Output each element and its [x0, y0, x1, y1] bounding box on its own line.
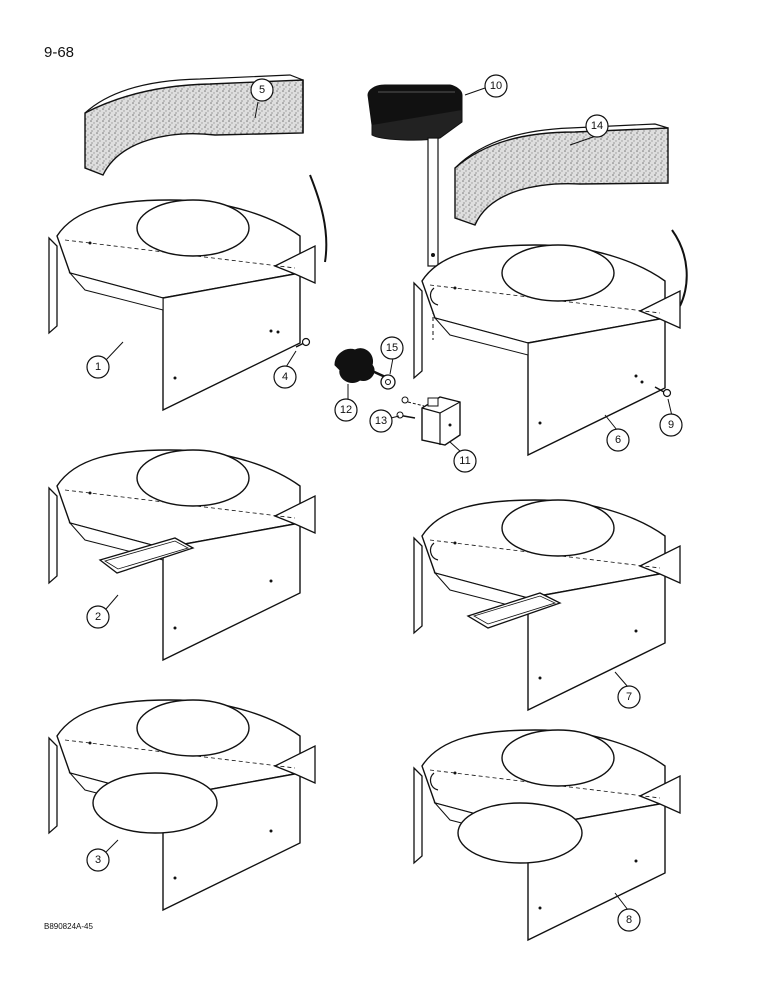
- cover-7: [413, 499, 681, 711]
- callout-13: 13: [369, 409, 393, 433]
- svg-text:4: 4: [282, 371, 288, 383]
- svg-text:6: 6: [615, 434, 621, 446]
- page-number: 9-68: [44, 44, 75, 61]
- cover-3: [48, 699, 316, 911]
- svg-text:11: 11: [459, 455, 470, 467]
- washer-15: [380, 374, 396, 390]
- callout-7: 7: [617, 685, 641, 709]
- cover-6: [413, 244, 681, 456]
- svg-text:10: 10: [490, 80, 502, 92]
- foam-pad-14: [454, 123, 688, 307]
- svg-text:1: 1: [95, 361, 101, 373]
- armrest-10: [367, 84, 463, 340]
- callout-8: 8: [617, 908, 641, 932]
- screw-9: [640, 380, 672, 398]
- callout-9: 9: [659, 413, 683, 437]
- screw-13: [396, 396, 425, 419]
- callout-3: 3: [86, 848, 110, 872]
- cover-8: [413, 729, 681, 941]
- callout-2: 2: [86, 605, 110, 629]
- callout-6: 6: [606, 428, 630, 452]
- callout-14: 14: [585, 114, 609, 138]
- svg-text:5: 5: [259, 84, 265, 96]
- callout-10: 10: [484, 74, 508, 98]
- svg-text:14: 14: [591, 120, 603, 132]
- foam-pad-5: [84, 74, 328, 263]
- bracket-11: [421, 396, 461, 446]
- callout-4: 4: [273, 365, 297, 389]
- svg-text:15: 15: [386, 342, 398, 354]
- svg-text:2: 2: [95, 611, 101, 623]
- callout-12: 12: [334, 398, 358, 422]
- cover-2: [48, 449, 316, 661]
- svg-text:12: 12: [340, 404, 352, 416]
- leader-lines: [105, 87, 673, 911]
- callout-1: 1: [86, 355, 110, 379]
- callout-5: 5: [250, 78, 274, 102]
- callout-11: 11: [453, 449, 477, 473]
- svg-text:13: 13: [375, 415, 387, 427]
- callout-15: 15: [380, 336, 404, 360]
- screw-4: [276, 330, 311, 348]
- svg-text:3: 3: [95, 854, 101, 866]
- svg-text:8: 8: [626, 914, 632, 926]
- figure-code: B890824A-45: [44, 922, 93, 931]
- svg-text:7: 7: [626, 691, 632, 703]
- svg-text:9: 9: [668, 419, 674, 431]
